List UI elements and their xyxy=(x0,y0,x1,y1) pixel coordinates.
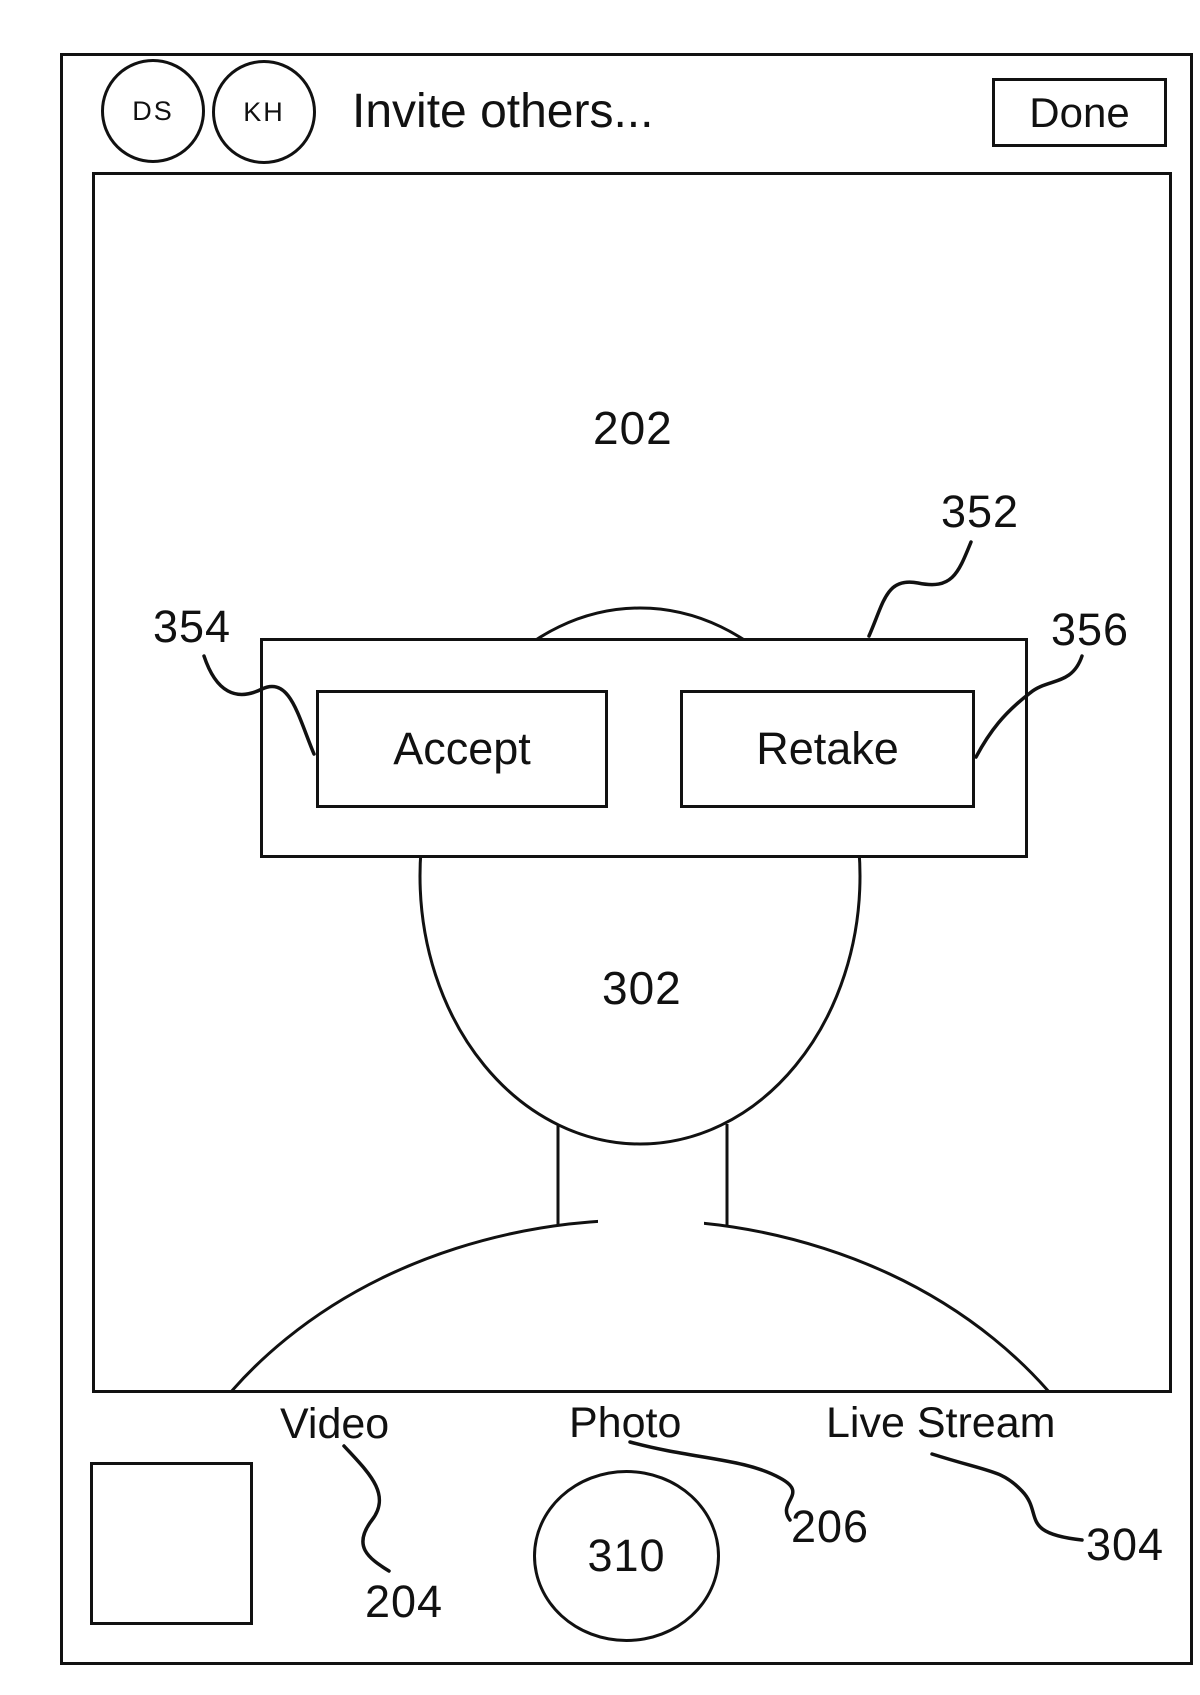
ref-356-leader xyxy=(974,654,1084,759)
ref-204-leader xyxy=(342,1444,391,1573)
avatar-initials: DS xyxy=(132,95,174,126)
ref-304-label: 304 xyxy=(1086,1519,1165,1570)
ref-352-label: 352 xyxy=(941,486,1020,537)
done-button-label: Done xyxy=(1029,88,1130,136)
device-frame xyxy=(60,53,1193,1665)
gallery-thumbnail[interactable] xyxy=(90,1462,253,1625)
retake-button-label: Retake xyxy=(756,723,899,774)
avatar[interactable]: DS xyxy=(101,59,205,163)
avatar[interactable]: KH xyxy=(212,60,316,164)
confirm-overlay-box: Accept Retake xyxy=(260,638,1028,858)
done-button[interactable]: Done xyxy=(992,78,1167,147)
accept-button[interactable]: Accept xyxy=(316,690,608,808)
mode-video[interactable]: Video xyxy=(280,1400,390,1448)
ref-356-label: 356 xyxy=(1051,604,1130,655)
camera-viewfinder xyxy=(92,172,1172,1393)
ref-354-label: 354 xyxy=(153,601,232,652)
ref-310-shutter: 310 xyxy=(587,1530,666,1581)
mode-photo[interactable]: Photo xyxy=(569,1399,682,1447)
ref-304-leader xyxy=(930,1452,1084,1542)
ref-202-screen: 202 xyxy=(593,402,673,454)
ref-352-leader xyxy=(867,540,973,638)
retake-button[interactable]: Retake xyxy=(680,690,975,808)
accept-button-label: Accept xyxy=(393,723,531,774)
ref-206-leader xyxy=(628,1440,795,1522)
invite-others-button[interactable]: Invite others... xyxy=(352,85,654,138)
ref-206-label: 206 xyxy=(791,1501,870,1552)
avatar-initials: KH xyxy=(243,96,285,127)
ref-302-subject: 302 xyxy=(602,962,682,1014)
mode-live-stream[interactable]: Live Stream xyxy=(826,1399,1056,1447)
ref-204-label: 204 xyxy=(365,1576,444,1627)
shutter-button[interactable]: 310 xyxy=(533,1470,720,1642)
head-outline xyxy=(418,606,862,1146)
ref-354-leader xyxy=(202,654,316,756)
